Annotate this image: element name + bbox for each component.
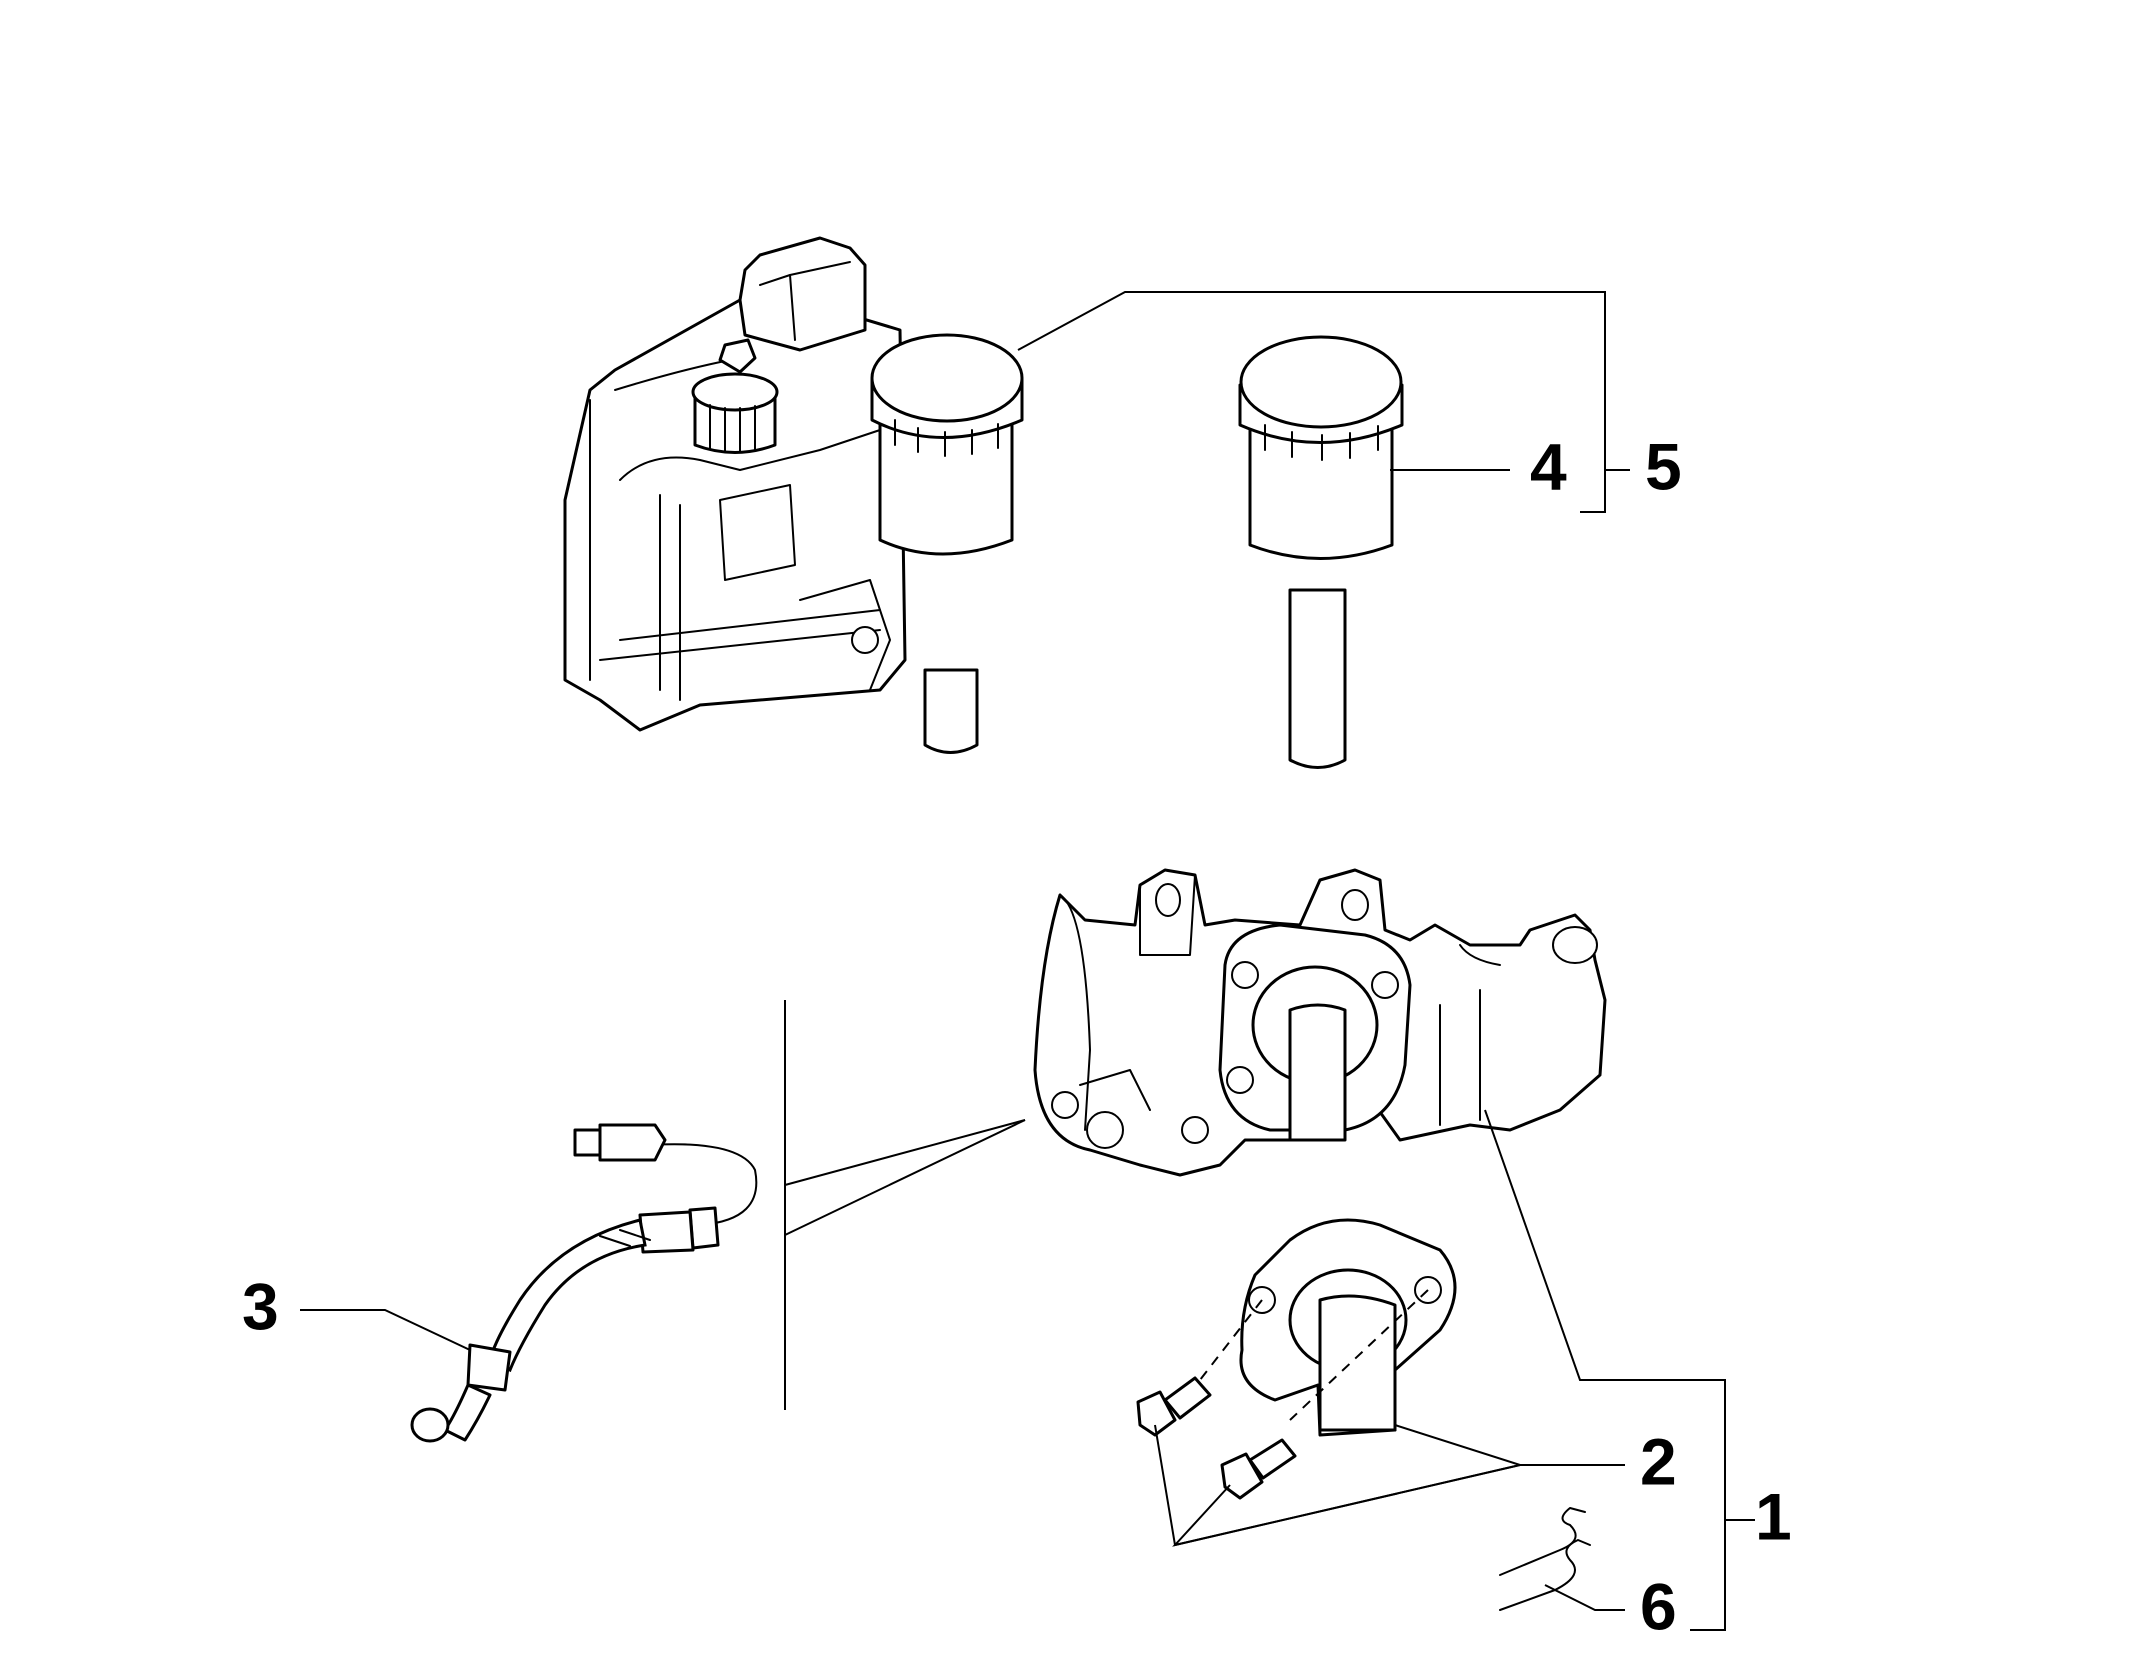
leader-lines: [300, 291, 1755, 1631]
callout-2: 2: [1640, 1424, 1677, 1498]
cylinder-body-part: [1033, 868, 1607, 1177]
callout-6: 6: [1640, 1569, 1677, 1643]
callout-3: 3: [242, 1269, 279, 1343]
reservoir-assembly: [563, 236, 1024, 754]
spring-clip-part: [1499, 1507, 1591, 1611]
hose-part: [410, 1123, 758, 1443]
reservoir-cap-part: [1238, 335, 1404, 769]
callout-4: 4: [1530, 429, 1567, 503]
callout-1: 1: [1755, 1479, 1792, 1553]
callout-5: 5: [1645, 429, 1682, 503]
cover-flange-part: [1136, 1218, 1457, 1500]
